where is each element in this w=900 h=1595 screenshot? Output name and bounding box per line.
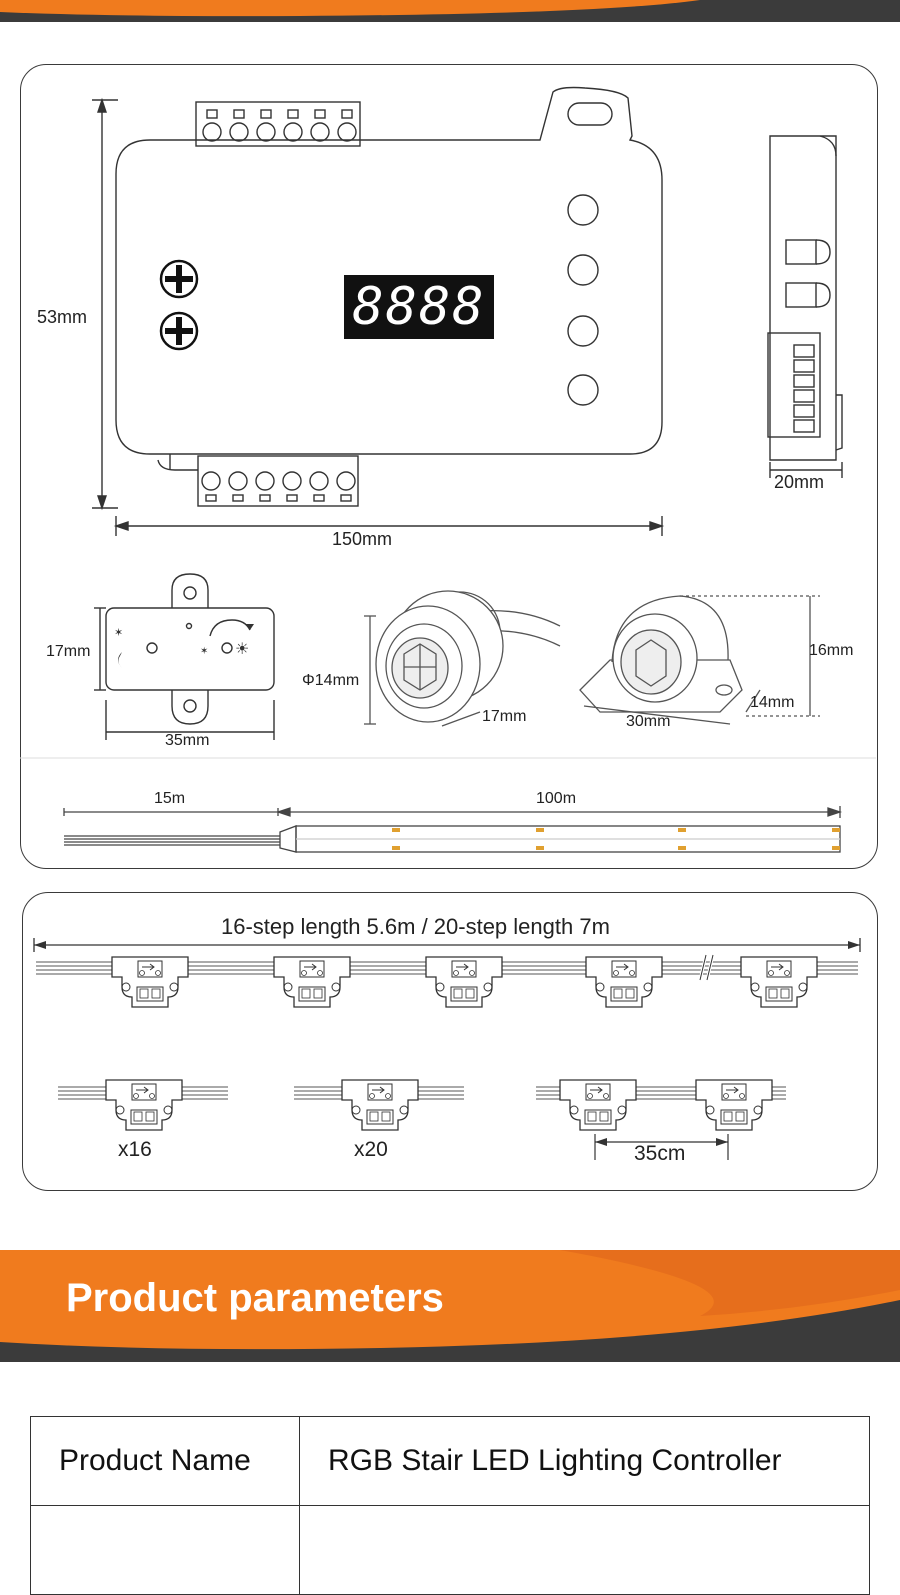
cable-lead-length-label: 15m (154, 790, 186, 807)
count-20-label: x20 (354, 1138, 388, 1161)
display-readout: 8888 (352, 277, 486, 337)
svg-text:✶: ✶ (200, 646, 208, 657)
table-row (30, 1505, 870, 1595)
stair-node-1 (111, 956, 189, 1008)
param-key (30, 1505, 300, 1595)
dimmer-height-label: 17mm (46, 643, 91, 660)
section-banner (0, 1250, 900, 1362)
step-strip-drawing (33, 938, 861, 1160)
svg-text:✶: ✶ (114, 627, 123, 639)
dimension-drawings: ✶ ✶ ☀ (20, 86, 876, 853)
spacing-label: 35cm (634, 1142, 686, 1165)
controller-height-label: 53mm (37, 307, 88, 327)
example-node-16 (105, 1079, 183, 1131)
param-key: Product Name (30, 1416, 300, 1506)
controller-depth-label: 20mm (774, 472, 825, 492)
stair-node-3 (425, 956, 503, 1008)
strip-length-label: 100m (536, 790, 577, 807)
param-value (299, 1505, 870, 1595)
svg-text:☀: ☀ (235, 641, 249, 658)
screw-icons (159, 259, 199, 351)
top-decorative-band (0, 0, 900, 22)
stair-node-2 (273, 956, 351, 1008)
mount-height-label: 16mm (809, 642, 854, 659)
step-layout-panel (22, 892, 878, 1191)
table-row: Product Name RGB Stair LED Lighting Cont… (30, 1416, 870, 1506)
section-title: Product parameters (66, 1276, 444, 1320)
mount-depth-label: 14mm (750, 694, 795, 711)
count-16-label: x16 (118, 1138, 152, 1161)
step-length-title: 16-step length 5.6m / 20-step length 7m (221, 914, 610, 939)
mount-width-label: 30mm (626, 713, 671, 730)
top-terminal-slots (202, 109, 357, 142)
example-node-20 (341, 1079, 419, 1131)
stair-node-4 (585, 956, 663, 1008)
spacing-node-a (559, 1079, 637, 1131)
spacing-node-b (695, 1079, 773, 1131)
dimmer-width-label: 35mm (165, 732, 210, 749)
stair-node-5 (740, 956, 818, 1008)
sensor-length-label: 17mm (482, 708, 527, 725)
param-value: RGB Stair LED Lighting Controller (299, 1416, 870, 1506)
sensor-diameter-label: Φ14mm (302, 672, 360, 689)
controller-width-label: 150mm (332, 529, 393, 549)
parameters-table: Product Name RGB Stair LED Lighting Cont… (30, 1416, 870, 1595)
